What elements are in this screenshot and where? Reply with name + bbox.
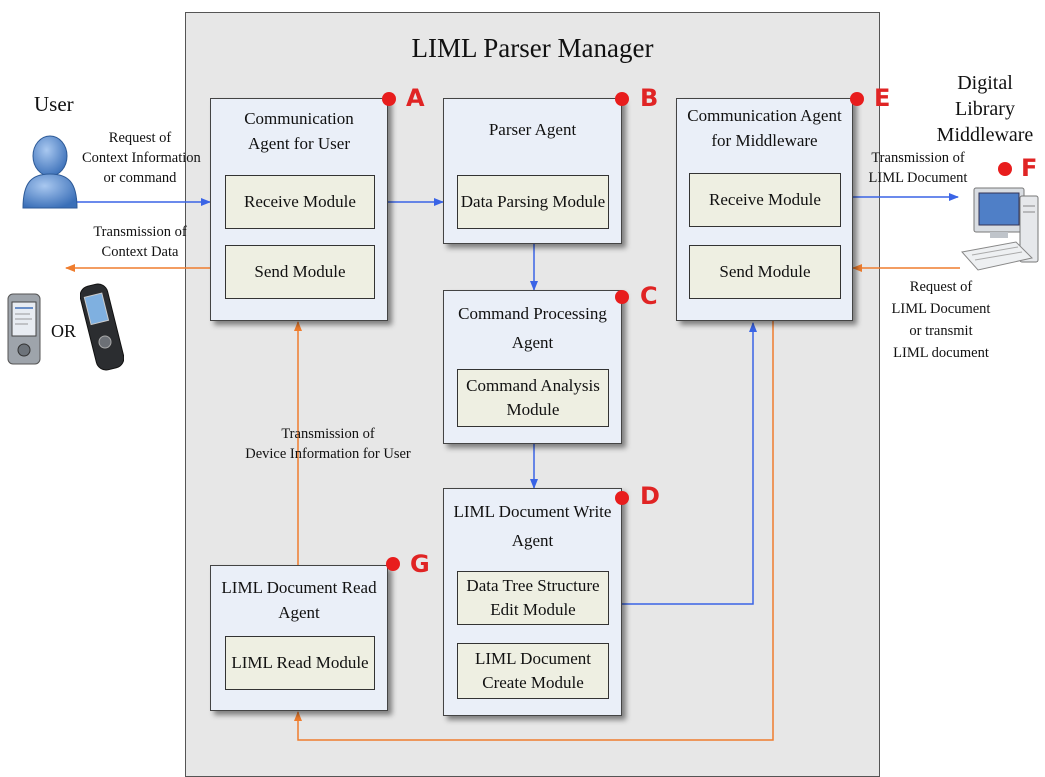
device-info-label: Transmission of Device Information for U… — [228, 424, 428, 464]
arrow-d-to-e — [622, 322, 757, 605]
middleware-line-2: Middleware — [936, 124, 1034, 146]
arrow-e-to-g — [294, 321, 774, 741]
agent-e-title-2: for Middleware — [711, 131, 818, 150]
user-label: User — [34, 92, 74, 116]
agent-b-title: Parser Agent — [488, 120, 577, 139]
marker-b: B — [640, 84, 659, 112]
computer-icon — [961, 187, 1039, 271]
middleware-request-label: Request of LIML Document or transmit LIM… — [886, 276, 996, 364]
liml-create-line-1: LIML Document — [475, 649, 591, 668]
marker-dot-g — [386, 557, 400, 571]
marker-c: C — [640, 282, 658, 310]
marker-f: F — [1021, 154, 1038, 182]
user-icon — [22, 135, 78, 209]
agent-liml-document-write: LIML Document Write Agent Data Tree Stru… — [443, 488, 622, 716]
send-module-user: Send Module — [225, 245, 375, 299]
user-request-line-1: Request of — [108, 130, 172, 146]
send-module-middleware: Send Module — [689, 245, 841, 299]
marker-e: E — [874, 84, 891, 112]
command-analysis-line-2: Module — [506, 400, 560, 419]
manager-title: LIML Parser Manager — [411, 33, 654, 63]
marker-dot-d — [615, 491, 629, 505]
phone-icon — [80, 283, 124, 371]
data-tree-line-2: Edit Module — [490, 600, 576, 619]
data-parsing-module: Data Parsing Module — [457, 175, 609, 229]
marker-dot-e — [850, 92, 864, 106]
agent-liml-document-read: LIML Document Read Agent LIML Read Modul… — [210, 565, 388, 711]
agent-parser: Parser Agent Data Parsing Module — [443, 98, 622, 244]
agent-e-title-1: Communication Agent — [687, 106, 842, 125]
middleware-request-line-1: Request of — [909, 279, 973, 295]
marker-dot-b — [615, 92, 629, 106]
command-analysis-line-1: Command Analysis — [466, 376, 600, 395]
middleware-request-line-4: LIML document — [893, 345, 989, 361]
agent-command-processing: Command Processing Agent Command Analysi… — [443, 290, 622, 444]
marker-dot-a — [382, 92, 396, 106]
user-transmission-label: Transmission of Context Data — [82, 222, 198, 262]
receive-module-middleware: Receive Module — [689, 173, 841, 227]
middleware-label: Digital Library Middleware — [925, 70, 1045, 148]
receive-module-user: Receive Module — [225, 175, 375, 229]
middleware-transmission-line-1: Transmission of — [871, 150, 965, 166]
middleware-transmission-line-2: LIML Document — [868, 170, 968, 186]
marker-dot-c — [615, 290, 629, 304]
agent-a-title-1: Communication — [244, 109, 354, 128]
agent-d-title-2: Agent — [511, 531, 554, 550]
or-label: OR — [51, 321, 77, 341]
middleware-request-line-2: LIML Document — [891, 301, 991, 317]
agent-g-title-1: LIML Document Read — [221, 578, 377, 597]
pda-icon — [7, 293, 41, 365]
user-transmission-line-2: Context Data — [101, 244, 179, 260]
marker-d: D — [640, 482, 660, 510]
marker-a: A — [406, 84, 425, 112]
device-info-line-1: Transmission of — [281, 426, 375, 442]
liml-read-module: LIML Read Module — [225, 636, 375, 690]
middleware-transmission-label: Transmission of LIML Document — [868, 148, 968, 188]
liml-create-line-2: Create Module — [482, 673, 584, 692]
data-tree-edit-module: Data Tree Structure Edit Module — [457, 571, 609, 625]
marker-dot-f — [998, 162, 1012, 176]
agent-a-title-2: Agent for User — [248, 134, 350, 153]
user-transmission-line-1: Transmission of — [93, 224, 187, 240]
device-info-line-2: Device Information for User — [245, 446, 411, 462]
middleware-line-1: Digital Library — [955, 72, 1015, 120]
user-request-line-3: or command — [103, 170, 177, 186]
marker-g: G — [410, 550, 430, 578]
command-analysis-module: Command Analysis Module — [457, 369, 609, 427]
user-request-label: Request of Context Information or comman… — [82, 128, 201, 188]
agent-c-title-2: Agent — [511, 333, 554, 352]
data-tree-line-1: Data Tree Structure — [466, 576, 600, 595]
agent-d-title-1: LIML Document Write — [453, 502, 612, 521]
agent-g-title-2: Agent — [278, 603, 320, 622]
middleware-request-line-3: or transmit — [909, 323, 973, 339]
agent-communication-middleware: Communication Agent for Middleware Recei… — [676, 98, 853, 321]
agent-c-title-1: Command Processing — [458, 304, 607, 323]
user-request-line-2: Context Information — [82, 150, 201, 166]
liml-create-module: LIML Document Create Module — [457, 643, 609, 699]
agent-communication-user: Communication Agent for User Receive Mod… — [210, 98, 388, 321]
